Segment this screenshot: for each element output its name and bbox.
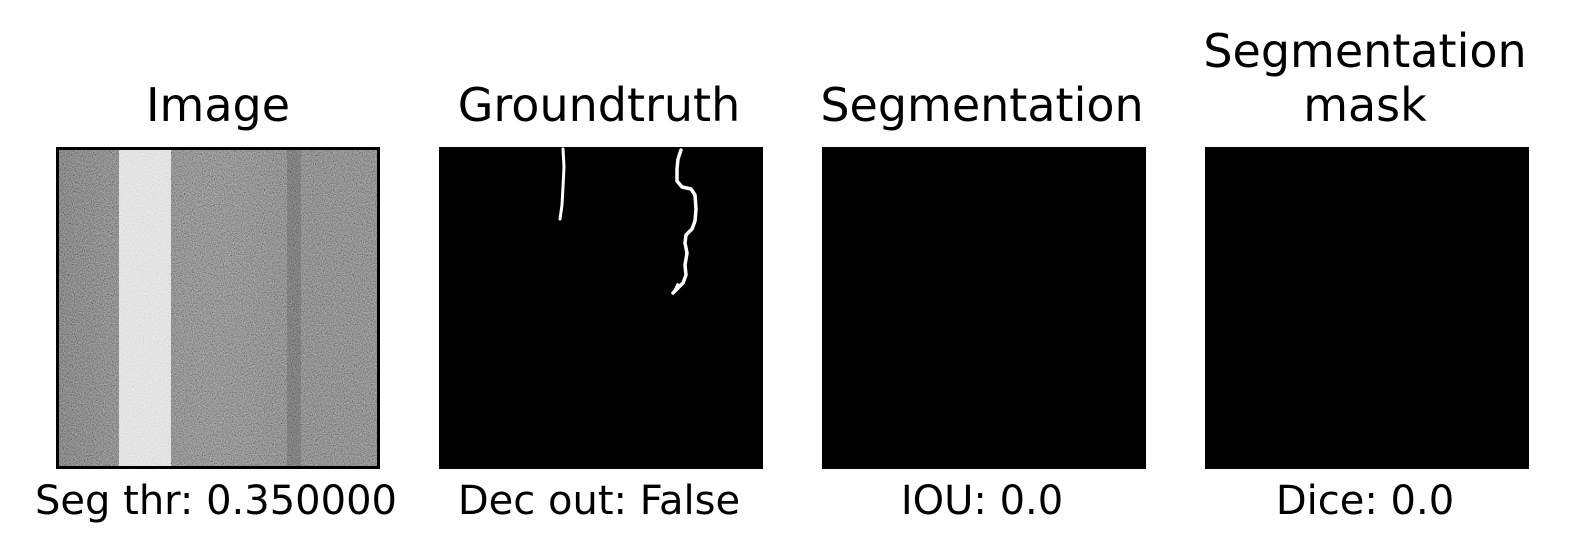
panel-title-segmentation-mask: Segmentation mask bbox=[1203, 24, 1527, 132]
panel-caption-image: Seg thr: 0.350000 bbox=[35, 478, 397, 524]
crack-right-tip bbox=[672, 283, 683, 293]
panel-title-segmentation: Segmentation bbox=[820, 78, 1144, 132]
panel-caption-segmentation: IOU: 0.0 bbox=[900, 478, 1064, 524]
lane-marking-wear bbox=[119, 150, 171, 466]
groundtruth-mask bbox=[439, 147, 763, 469]
segmentation-mask bbox=[1205, 147, 1529, 469]
crack-left bbox=[558, 147, 566, 221]
dark-strip bbox=[287, 150, 301, 466]
asphalt-texture bbox=[59, 150, 377, 466]
panel-title-groundtruth: Groundtruth bbox=[457, 78, 741, 132]
crack-right bbox=[671, 148, 698, 295]
panel-caption-groundtruth: Dec out: False bbox=[457, 478, 741, 524]
segmentation-output bbox=[822, 147, 1146, 469]
panel-caption-segmentation-mask: Dice: 0.0 bbox=[1275, 478, 1455, 524]
panel-title-image: Image bbox=[145, 78, 291, 132]
road-image bbox=[56, 147, 380, 469]
road-pavement-picture bbox=[59, 150, 377, 466]
